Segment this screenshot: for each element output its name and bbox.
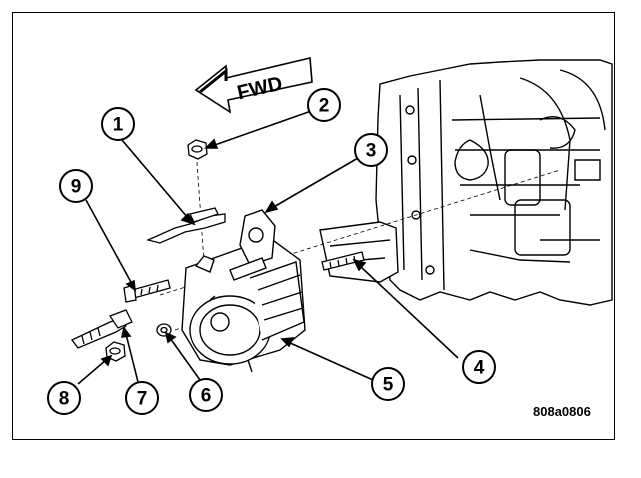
callout-8-label: 8 [59,389,70,410]
wire-strap-part-1 [146,207,226,244]
callout-3-label: 3 [366,141,377,162]
callout-7-label: 7 [137,389,148,410]
forward-direction-arrow: FWD [194,57,313,114]
callout-5-label: 5 [383,375,394,396]
callout-8: 8 [47,381,81,415]
figure-id: 808a0806 [533,404,591,419]
cable-part-7 [71,309,133,349]
callout-6-label: 6 [201,386,212,407]
callout-7: 7 [125,381,159,415]
callout-3: 3 [354,133,388,167]
callout-1-label: 1 [113,115,124,136]
callout-4: 4 [462,350,496,384]
callout-2: 2 [307,88,341,122]
callout-9: 9 [59,169,93,203]
callout-6: 6 [189,378,223,412]
stud-part-4 [321,251,365,271]
transmission-housing [319,59,613,306]
leader-lines [77,109,459,385]
callout-4-label: 4 [474,358,485,379]
nut-part-2 [187,139,208,160]
callout-1: 1 [101,107,135,141]
callout-5: 5 [371,367,405,401]
callout-9-label: 9 [71,177,82,198]
starter-motor [181,209,306,373]
callout-2-label: 2 [319,96,330,117]
